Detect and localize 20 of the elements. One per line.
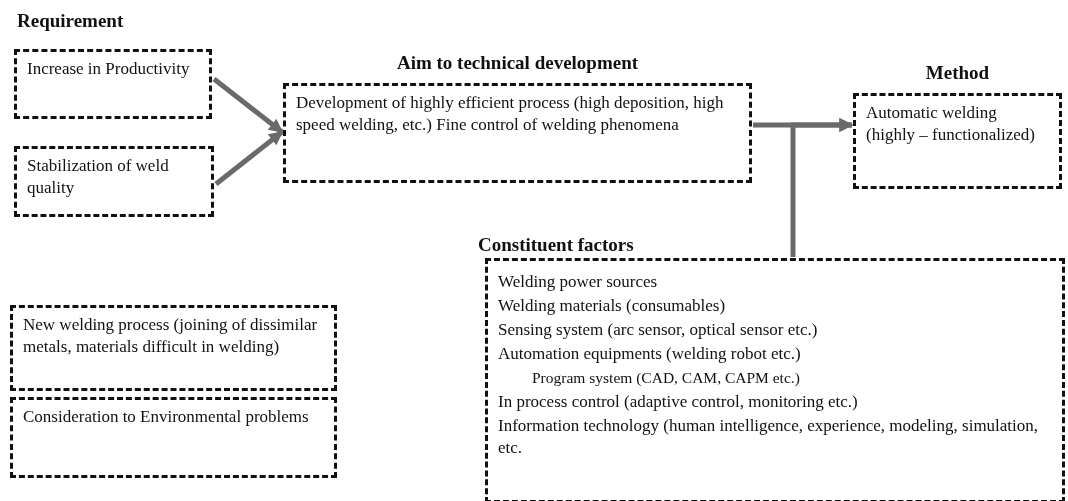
box-text: Increase in Productivity <box>27 58 191 80</box>
box-text: Sensing system (arc sensor, optical sensor etc.) <box>498 319 819 341</box>
arrow <box>790 118 854 257</box>
heading: Aim to technical development <box>395 52 640 75</box>
heading: Constituent factors <box>478 234 634 256</box>
arrow <box>212 77 284 134</box>
heading: Method <box>924 62 991 85</box>
section-heading: Requirement <box>17 10 124 32</box>
box-text: In process control (adaptive control, monitoring etc.) <box>498 391 859 413</box>
box-text: Automatic welding (highly – functionalized) <box>866 102 1036 146</box>
arrow <box>214 130 284 186</box>
box-text: Welding materials (consumables) <box>498 295 727 317</box>
box-text: Information technology (human intelligence, experience, modeling, simulation, etc. <box>498 415 1040 459</box>
box-text: Program system (CAD, CAM, CAPM etc.) <box>532 368 801 388</box>
box-text: Welding power sources <box>498 271 659 293</box>
box-text: Consideration to Environmental problems <box>23 406 310 428</box>
box-text: Stabilization of weld quality <box>27 155 170 199</box>
box-text: Development of highly efficient process (high deposition, high speed welding, etc.) Fine control of welding phenomena <box>296 92 725 136</box>
box-text: Automation equipments (welding robot etc.) <box>498 343 802 365</box>
box-text: New welding process (joining of dissimilar metals, materials difficult in welding) <box>23 314 319 358</box>
